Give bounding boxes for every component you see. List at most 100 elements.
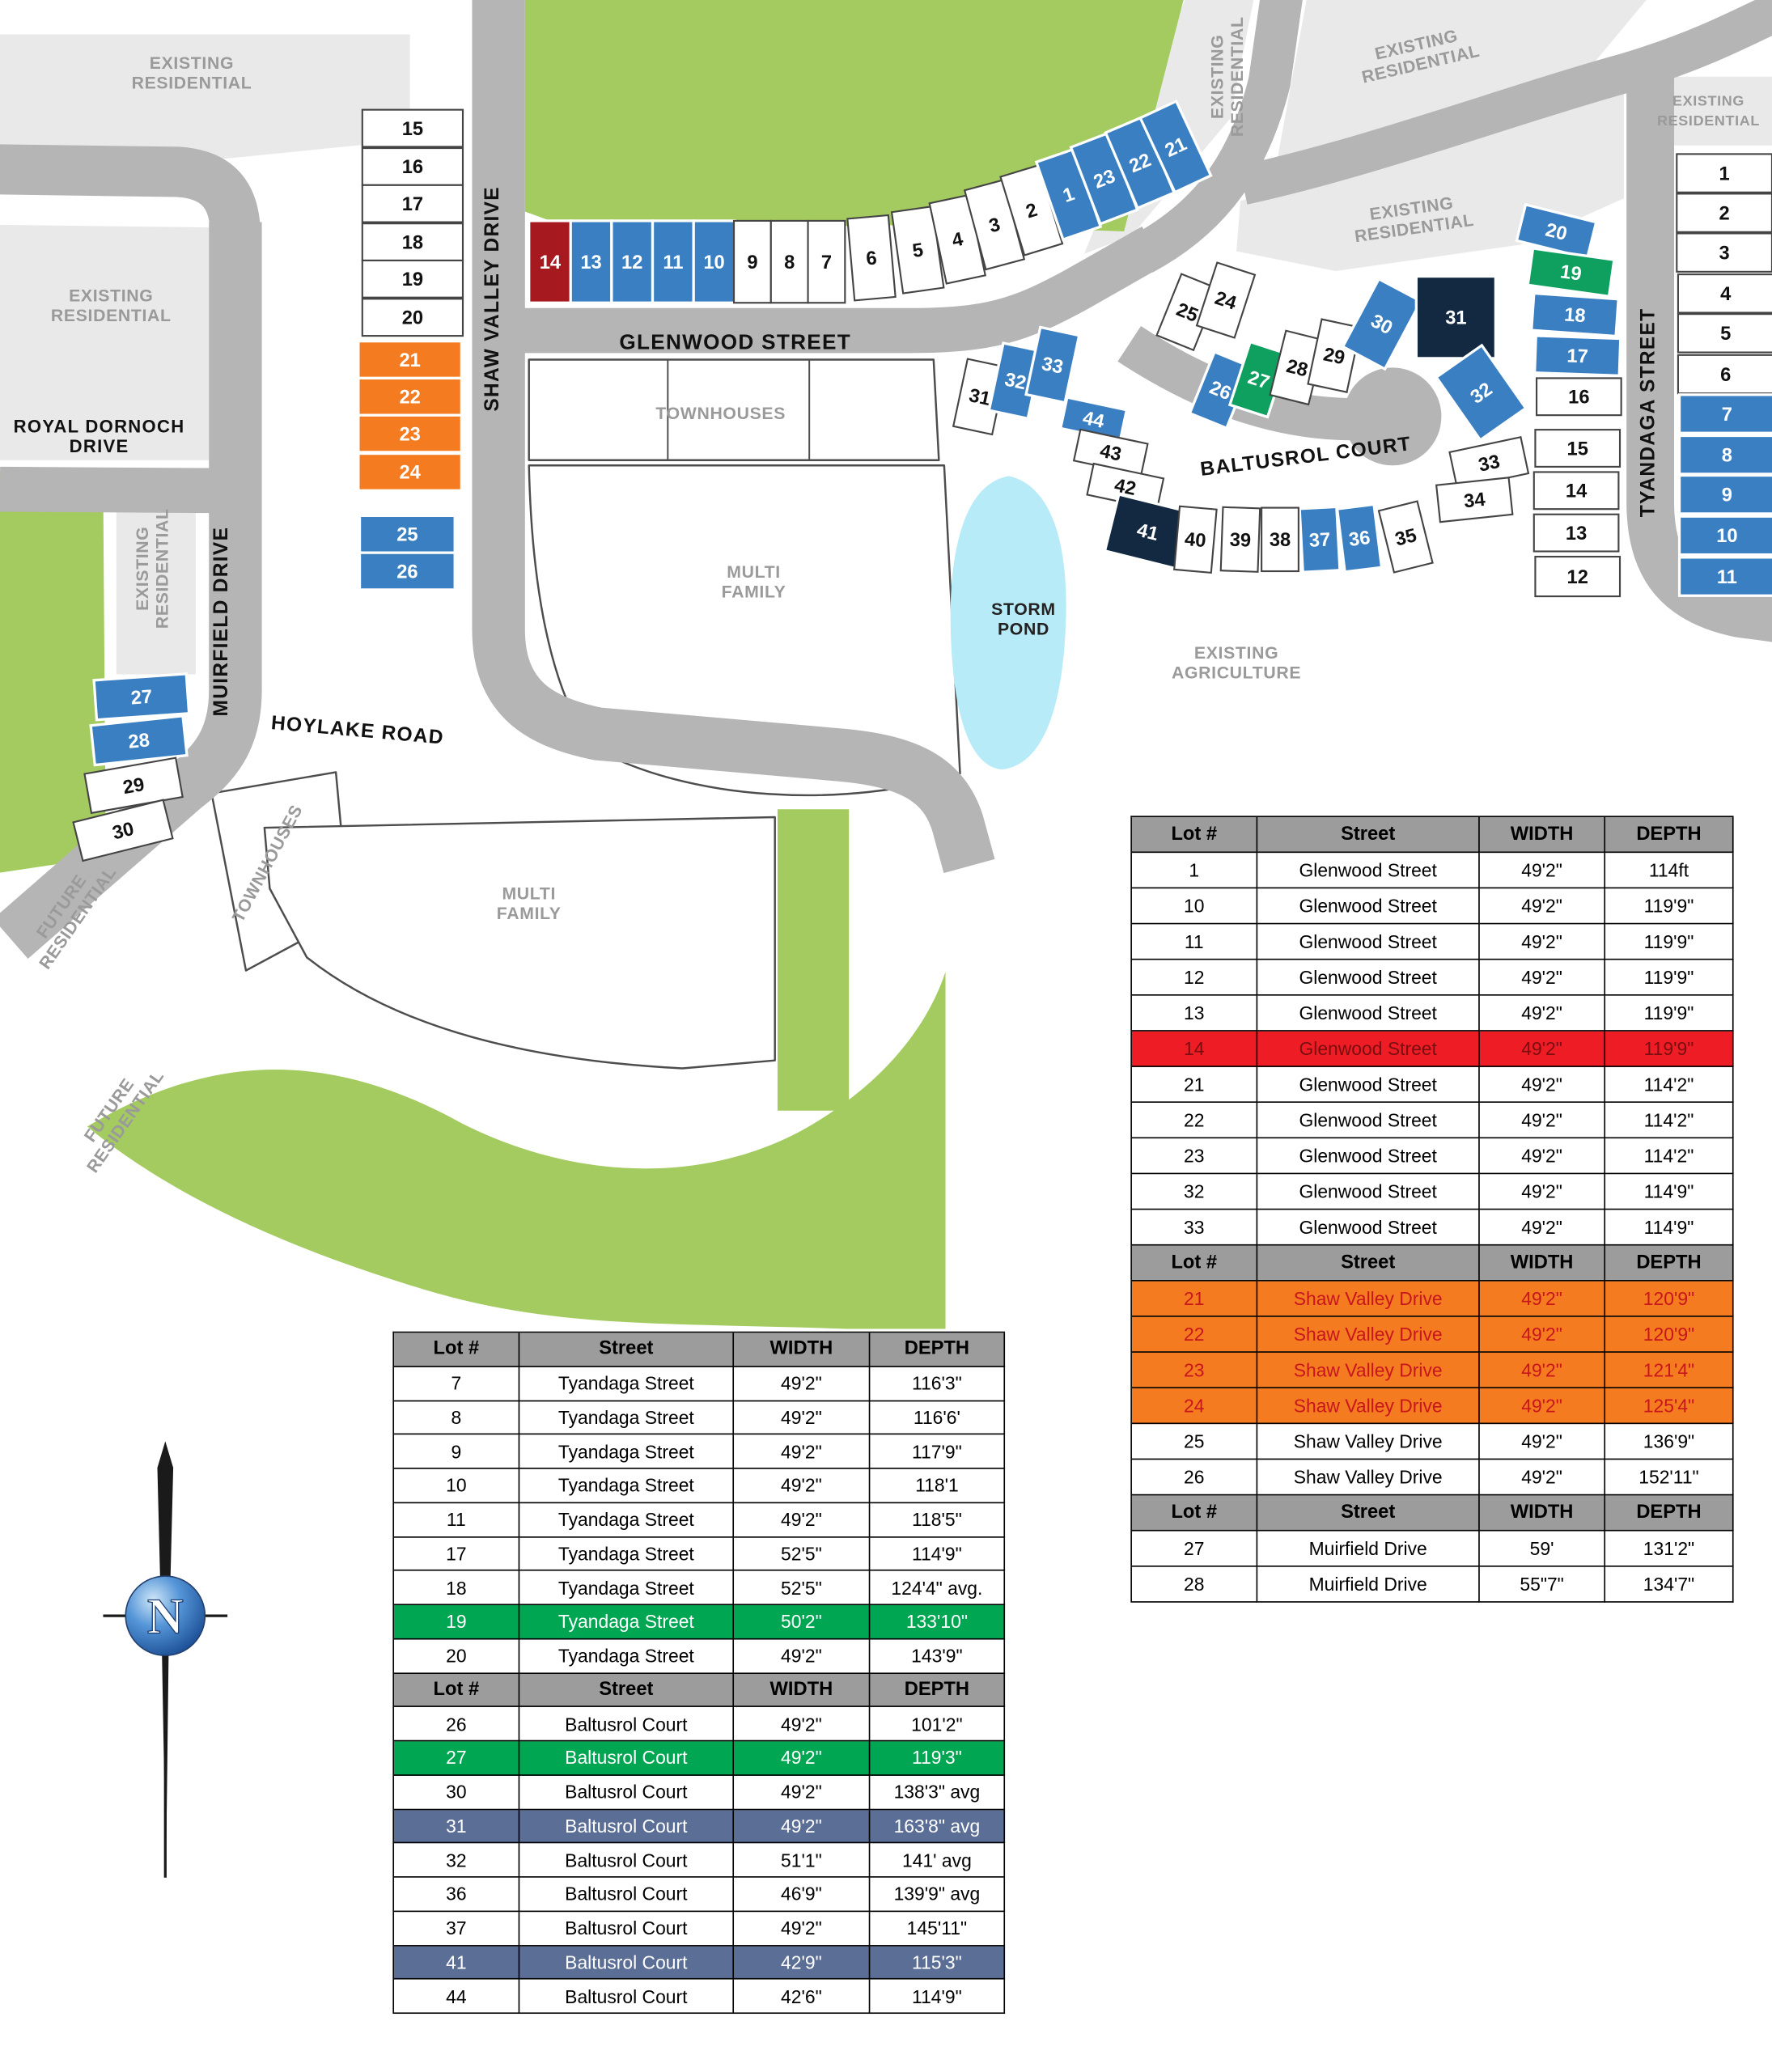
road (1132, 0, 1303, 273)
cell: 133'10" (870, 1605, 1006, 1640)
lot-number: 19 (1559, 261, 1583, 285)
lot-36: 36 (1335, 502, 1384, 574)
lot-shape (807, 219, 846, 304)
cell: 24 (1131, 1388, 1258, 1425)
lot-number: 41 (1134, 519, 1160, 545)
cell: Baltusrol Court (519, 1945, 735, 1980)
lot-17: 17 (1532, 334, 1622, 378)
cell: 27 (394, 1741, 520, 1776)
cell: 49'2" (1479, 853, 1606, 889)
street-label: HOYLAKE ROAD (270, 712, 445, 749)
cell: 121'4" (1605, 1352, 1734, 1389)
cell: Tyandaga Street (519, 1536, 735, 1571)
cell: Baltusrol Court (519, 1843, 735, 1878)
lot-shape (732, 219, 772, 304)
lot-7: 7 (1677, 393, 1772, 434)
cell: 10 (1131, 888, 1258, 925)
lot-shape (1677, 473, 1772, 515)
lot-number: 27 (130, 687, 153, 710)
cell: Shaw Valley Drive (1257, 1424, 1480, 1460)
lot-shape (361, 108, 464, 148)
area-label: EXISTINGRESIDENTIAL (1208, 16, 1248, 137)
cell: 33 (1131, 1210, 1258, 1246)
cell: 21 (1131, 1281, 1258, 1317)
cell: 52'5" (734, 1570, 871, 1606)
cell: 22 (1131, 1103, 1258, 1139)
cell: 50'2" (734, 1605, 871, 1640)
lot-3: 3 (1676, 232, 1772, 273)
lot-shape (1535, 377, 1622, 417)
lot-shape (358, 514, 456, 554)
lot-number: 30 (110, 819, 136, 845)
lot-22: 22 (357, 376, 464, 417)
street-label: SHAW VALLEY DRIVE (481, 186, 503, 412)
lot-18: 18 (1529, 291, 1620, 338)
lot-43: 43 (1072, 428, 1149, 477)
lot-number: 29 (1321, 344, 1346, 369)
cell: Glenwood Street (1257, 1103, 1480, 1139)
lot-shape (1677, 393, 1772, 434)
cell: 139'9" avg (870, 1877, 1006, 1912)
lot-25: 25 (358, 514, 456, 554)
lot-number: 14 (1566, 481, 1588, 502)
header-cell: Street (1257, 1245, 1480, 1282)
lot-number: 32 (1003, 369, 1028, 394)
cell: Tyandaga Street (519, 1639, 735, 1674)
cell: Baltusrol Court (519, 1877, 735, 1912)
header-cell: Street (1257, 816, 1480, 854)
lot-shape (361, 298, 464, 337)
lot-shape (1435, 477, 1514, 523)
cell: 118'1 (870, 1468, 1006, 1503)
lot-number: 37 (1308, 529, 1331, 551)
cell: 49'2" (1479, 1388, 1606, 1425)
cell: 11 (1131, 924, 1258, 960)
cell: 59' (1479, 1531, 1606, 1567)
lot-9: 9 (732, 219, 772, 304)
cell: 19 (394, 1605, 520, 1640)
header-cell: DEPTH (1605, 816, 1734, 854)
area-label: TOWNHOUSES (655, 404, 786, 423)
cell: 114'2" (1605, 1066, 1734, 1104)
lot-shape (846, 214, 897, 302)
header-cell: Lot # (394, 1673, 520, 1708)
street-label: MUIRFIELD DRIVE (210, 527, 232, 717)
cell: 9 (394, 1434, 520, 1469)
cell: Shaw Valley Drive (1257, 1460, 1480, 1496)
cell: 21 (1131, 1066, 1258, 1104)
cell: 119'9" (1605, 960, 1734, 996)
cell: 163'8" avg (870, 1809, 1006, 1844)
lot-number: 21 (399, 350, 420, 371)
lot-shape (1532, 471, 1620, 511)
lot-shape (1532, 513, 1620, 553)
lot-number: 15 (402, 119, 423, 140)
cell: 119'3" (870, 1741, 1006, 1776)
cell: 13 (1131, 995, 1258, 1032)
cell: Shaw Valley Drive (1257, 1316, 1480, 1353)
lot-number: 20 (1543, 219, 1569, 245)
lot-number: 7 (1722, 405, 1732, 426)
lot-19: 19 (361, 259, 464, 299)
lot-shape (769, 219, 809, 304)
lot-shape (1138, 99, 1213, 194)
header-cell: Lot # (394, 1333, 520, 1367)
lot-shape (1377, 500, 1434, 574)
lot-number: 29 (121, 774, 146, 799)
lot-number: 14 (540, 252, 562, 273)
lot-39: 39 (1219, 506, 1261, 573)
lot-shape (1677, 273, 1772, 314)
lot-8: 8 (1677, 434, 1772, 476)
map-area (116, 476, 196, 675)
lot-shape (1219, 506, 1261, 573)
cell: Glenwood Street (1257, 995, 1480, 1032)
lot-27: 27 (92, 672, 191, 722)
lot-number: 9 (747, 252, 757, 273)
cell: 49'2" (1479, 1281, 1606, 1317)
